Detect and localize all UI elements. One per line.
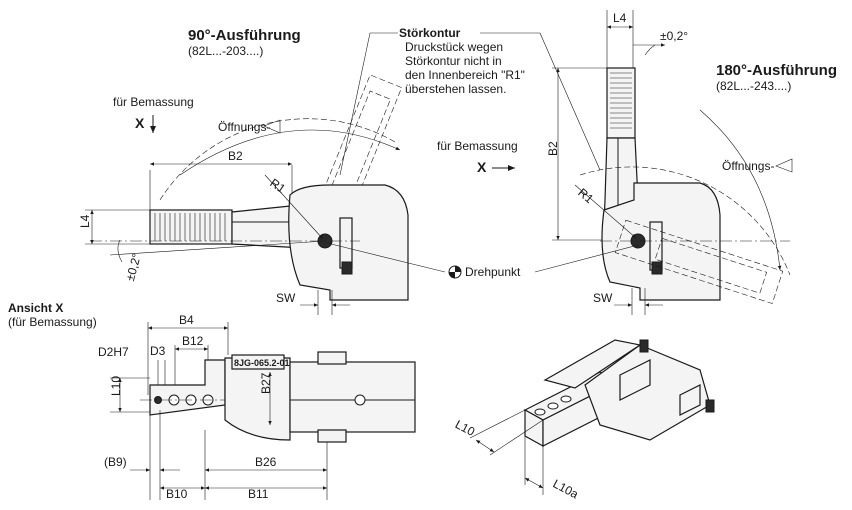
view-ansicht-x: Ansicht X (für Bemassung) B4 D2H7 D3 B12… [8, 301, 416, 501]
d2h7-label: D2H7 [98, 345, 129, 359]
iso-l10a-dim [524, 477, 544, 489]
iso-l10a-label: L10a [551, 477, 581, 502]
opening-arc-90 [159, 118, 396, 201]
b2-label-180: B2 [546, 141, 560, 156]
title-180: 180°-Ausführung [716, 62, 837, 79]
stoerkontur-line-3: den Innenbereich "R1" [405, 68, 525, 82]
sw-label-180: SW [593, 291, 613, 305]
d3-label: D3 [150, 344, 166, 358]
stoerkontur-title: Störkontur [399, 26, 461, 40]
stoer-leader-left-2 [339, 32, 371, 176]
b2-label: B2 [228, 149, 243, 163]
b11-label: B11 [248, 487, 269, 501]
x-label-90: X [135, 115, 145, 131]
tol-label-90: ±0,2° [123, 252, 144, 283]
body-bot-tab [317, 429, 347, 443]
b12-label: B12 [182, 334, 204, 348]
body-hole [354, 394, 366, 406]
iso-l10-dim [475, 439, 495, 453]
pivot-label: Drehpunkt [465, 265, 521, 279]
housing-nut-90 [341, 261, 353, 275]
pivot-symbol-q1 [455, 266, 461, 272]
tol-arc-180 [644, 44, 656, 56]
opening-arrow-180 [699, 109, 782, 271]
iso-l10-ext-2 [489, 419, 544, 456]
stoerkontur-note: Störkontur Druckstück wegen Störkontur n… [339, 26, 601, 176]
view-180-degree: L4 ±0,2° B2 [437, 10, 837, 315]
b27-label: B27 [259, 372, 273, 394]
x-label-180: X [477, 159, 487, 175]
b10-label: B10 [166, 487, 188, 501]
iso-hole-3 [560, 395, 572, 403]
opening-arc-180 [579, 166, 791, 276]
ansicht-subtitle: (für Bemassung) [8, 315, 97, 329]
r1-line-180 [574, 184, 637, 239]
iso-bolt-1 [639, 339, 649, 353]
code-90: (82L...-203....) [188, 44, 263, 58]
r1-line-90 [264, 174, 324, 240]
tol-label-180: ±0,2° [660, 29, 688, 43]
b4-label: B4 [179, 313, 194, 327]
b9-label: (B9) [104, 455, 127, 469]
part-label-plate [231, 354, 285, 370]
angle-symbol-180 [775, 158, 793, 173]
tol-line-90 [109, 240, 326, 256]
l10-label: L10 [109, 376, 123, 396]
opening-label-180: Öffnungs- [722, 159, 774, 173]
part-label: 8JG-065.2-01 [234, 358, 290, 368]
arm-plate [149, 359, 226, 416]
title-90: 90°-Ausführung [188, 27, 301, 44]
measure-label-180: für Bemassung [437, 139, 518, 153]
r1-label-180: R1 [575, 185, 596, 206]
stoer-leader-right-2 [539, 32, 601, 171]
stoerkontur-line-2: Störkontur nicht in [405, 54, 502, 68]
pivot-symbol-q3 [449, 272, 455, 278]
iso-slot-2 [679, 384, 701, 416]
iso-bolt-2 [705, 399, 715, 413]
code-180: (82L...-243....) [716, 79, 791, 93]
pivot-leader-left [326, 242, 446, 273]
iso-l10-ext-1 [469, 409, 526, 439]
view-90-degree: B2 [78, 27, 409, 315]
opening-label-90: Öffnungs- [218, 120, 270, 134]
stoerkontur-line-4: überstehen lassen. [405, 82, 506, 96]
pivot-leader-right [534, 244, 639, 273]
housing-nut-180 [651, 261, 663, 275]
iso-slot-1 [619, 359, 651, 401]
body-left [224, 357, 291, 441]
measure-label-90: für Bemassung [113, 95, 194, 109]
sw-label-90: SW [276, 291, 296, 305]
view-isometric: L10 L10a [453, 339, 715, 502]
l4-label-90: L4 [78, 214, 92, 228]
housing-plate-90 [339, 217, 353, 269]
iso-hole-2 [547, 402, 559, 410]
b26-label: B26 [255, 455, 277, 469]
tol-arc-90 [117, 239, 123, 263]
iso-hole-1 [534, 408, 546, 416]
stoerkontur-line-1: Druckstück wegen [405, 40, 503, 54]
ghost-arm-180 [614, 219, 784, 304]
pivot-callout: Drehpunkt [326, 242, 639, 279]
ansicht-title: Ansicht X [8, 301, 63, 315]
r1-label-90: R1 [267, 176, 288, 196]
angle-symbol-90 [263, 119, 281, 134]
l4-label-180: L4 [613, 11, 627, 25]
iso-l10-label: L10 [453, 417, 478, 439]
body-main [289, 361, 416, 433]
body-top-tab [317, 351, 347, 365]
opening-arrow-90 [179, 129, 401, 176]
